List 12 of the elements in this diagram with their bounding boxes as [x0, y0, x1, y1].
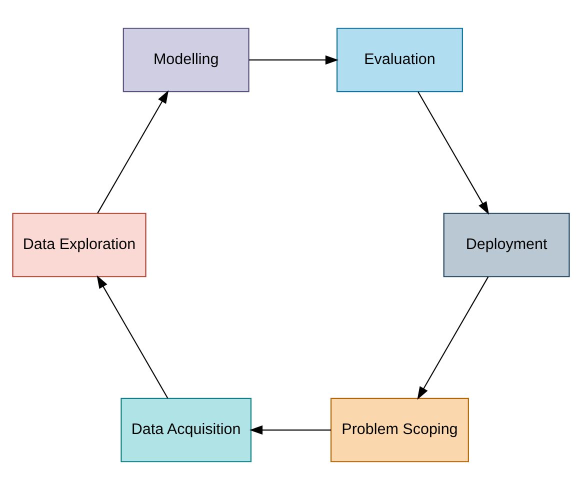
arrow [97, 90, 169, 214]
node-box: Modelling [122, 28, 250, 92]
node-box: Data Acquisition [120, 398, 252, 462]
node-box: Evaluation [336, 28, 463, 92]
node-box: Deployment [443, 212, 570, 278]
arrow [417, 276, 489, 400]
arrow [96, 275, 168, 398]
node-box: Problem Scoping [330, 398, 469, 462]
arrow [249, 55, 339, 65]
arrow [418, 92, 490, 215]
node-box: Data Exploration [12, 212, 146, 278]
arrow [249, 425, 331, 435]
